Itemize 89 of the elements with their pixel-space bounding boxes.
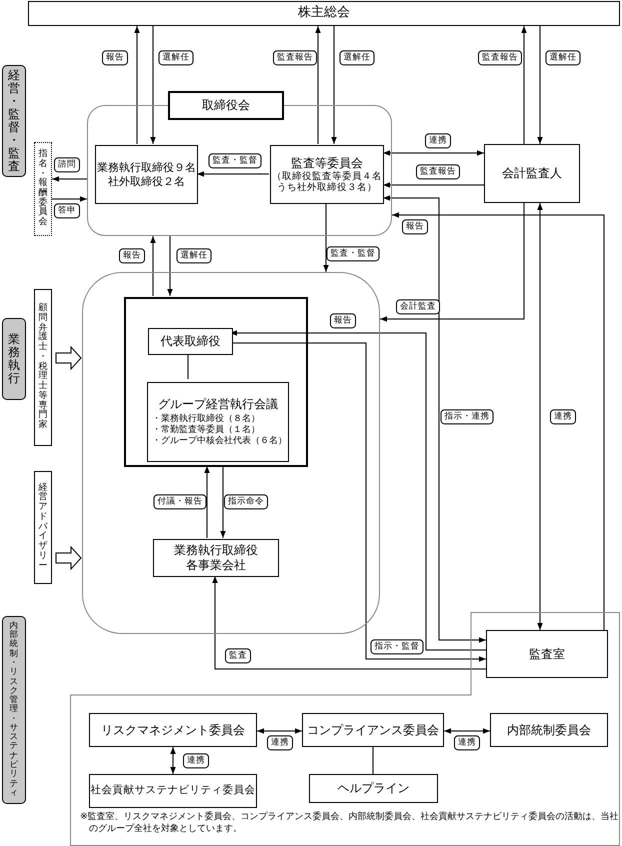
edge-label: 諮問 bbox=[54, 157, 80, 173]
arrow bbox=[537, 26, 543, 144]
double-arrow bbox=[537, 202, 543, 630]
arrow bbox=[521, 26, 527, 144]
vertical-text: 経営アドバイザリー bbox=[38, 484, 48, 572]
edge-label: 連携 bbox=[425, 133, 451, 149]
double-arrow bbox=[444, 728, 490, 734]
arrow bbox=[134, 26, 140, 144]
section-title: 内部統制・リスク管理・サステナビリティ bbox=[10, 622, 18, 798]
block-arrow bbox=[56, 346, 82, 370]
arrow bbox=[323, 202, 329, 272]
edge-label: 付議・報告 bbox=[154, 494, 206, 510]
process-box: ヘルプライン bbox=[309, 774, 438, 803]
edge-label: 監査報告 bbox=[416, 164, 460, 180]
edge-label: 連携 bbox=[454, 735, 480, 751]
arrow bbox=[382, 182, 484, 188]
process-box: コンプライアンス委員会 bbox=[302, 713, 444, 747]
process-box bbox=[270, 145, 384, 204]
arrow bbox=[331, 26, 337, 144]
arrow bbox=[392, 212, 604, 630]
vertical-text: 指名・報酬委員会 bbox=[38, 150, 48, 228]
process-box: リスクマネジメント委員会 bbox=[89, 713, 257, 747]
side-box bbox=[34, 471, 52, 584]
arrow bbox=[167, 236, 173, 296]
double-arrow bbox=[170, 746, 176, 774]
group-frame bbox=[82, 272, 380, 634]
section-title: 業務執行 bbox=[8, 333, 20, 385]
double-arrow bbox=[256, 728, 302, 734]
section-tab bbox=[2, 65, 26, 177]
edge-label: 報告 bbox=[330, 313, 356, 329]
edge-label: 連携 bbox=[183, 753, 209, 769]
edge-label: 指示・連携 bbox=[440, 409, 494, 425]
list-item: ・業務執行取締役（８名） bbox=[152, 414, 260, 424]
connector-line bbox=[372, 746, 374, 774]
process-box: 業務執行取締役各事業会社 bbox=[153, 539, 279, 577]
arrow bbox=[204, 466, 210, 538]
edge-label: 選解任 bbox=[158, 50, 194, 66]
edge-label: 監査報告 bbox=[478, 50, 522, 66]
edge-label: 連携 bbox=[267, 735, 293, 751]
process-box: 会計監査人 bbox=[484, 144, 580, 203]
arrow bbox=[52, 196, 88, 202]
section-tab bbox=[2, 616, 26, 804]
section-tab bbox=[2, 318, 26, 400]
process-box: 社会貢献サステナビリティ委員会 bbox=[89, 774, 257, 808]
heading-box: 取締役会 bbox=[168, 91, 284, 120]
process-box: 業務執行取締役９名社外取締役２名 bbox=[95, 145, 198, 204]
edge-label: 報告 bbox=[119, 248, 145, 264]
section-title: 経営・監督・監査 bbox=[8, 69, 20, 173]
edge-label: 選解任 bbox=[546, 50, 580, 66]
edge-label: 監査・監督 bbox=[208, 153, 262, 169]
edge-label: 選解任 bbox=[176, 248, 212, 264]
panel-outline bbox=[70, 612, 620, 846]
edge-label: 指示命令 bbox=[224, 494, 268, 510]
edge-label: 報告 bbox=[402, 219, 428, 235]
arrow bbox=[315, 26, 321, 144]
double-arrow bbox=[382, 150, 484, 156]
edge-label: 監査・監督 bbox=[326, 246, 380, 262]
double-arrow bbox=[382, 195, 486, 643]
vertical-text: 顧問弁護士・税理士等専門家 bbox=[38, 304, 48, 431]
box-title: グループ経営執行会議 bbox=[158, 397, 278, 412]
arrow bbox=[150, 26, 156, 144]
process-box: 内部統制委員会 bbox=[490, 713, 608, 747]
edge-label: 報告 bbox=[102, 50, 128, 66]
arrow bbox=[220, 466, 226, 538]
edge-label: 監査 bbox=[225, 648, 251, 664]
edge-label: 答申 bbox=[54, 203, 80, 219]
list-item: ・グループ中核会社代表（６名） bbox=[152, 436, 287, 447]
process-box: 監査室 bbox=[486, 630, 608, 678]
process-box: 株主総会 bbox=[28, 1, 620, 26]
box-title: 監査等委員会 bbox=[291, 156, 363, 171]
box-subtitle: （取締役監査等委員４名うち社外取締役３名） bbox=[271, 170, 383, 194]
list-item: ・常勤監査等委員（１名） bbox=[152, 425, 260, 435]
edge-label: 指示・監督 bbox=[370, 639, 424, 655]
arrow bbox=[150, 236, 156, 296]
process-box: 代表取締役 bbox=[148, 328, 233, 355]
committee-box bbox=[34, 142, 52, 236]
edge-label: 会計監査 bbox=[396, 299, 440, 315]
edge-label: 監査報告 bbox=[273, 50, 317, 66]
arrow bbox=[380, 202, 524, 322]
arrow bbox=[212, 576, 486, 670]
group-box bbox=[124, 297, 308, 467]
edge-label: 選解任 bbox=[340, 50, 374, 66]
arrow bbox=[52, 176, 88, 182]
edge-label: 連携 bbox=[550, 409, 576, 425]
block-arrow bbox=[56, 546, 82, 570]
side-box bbox=[34, 289, 52, 446]
footnote: ※監査室、リスクマネジメント委員会、コンプライアンス委員会、内部統制委員会、社会貢献サステナビリティ委員会の活動は、当社のグループ全社を対象としています。 bbox=[80, 811, 620, 835]
process-box bbox=[147, 382, 289, 462]
arrow bbox=[196, 171, 270, 177]
